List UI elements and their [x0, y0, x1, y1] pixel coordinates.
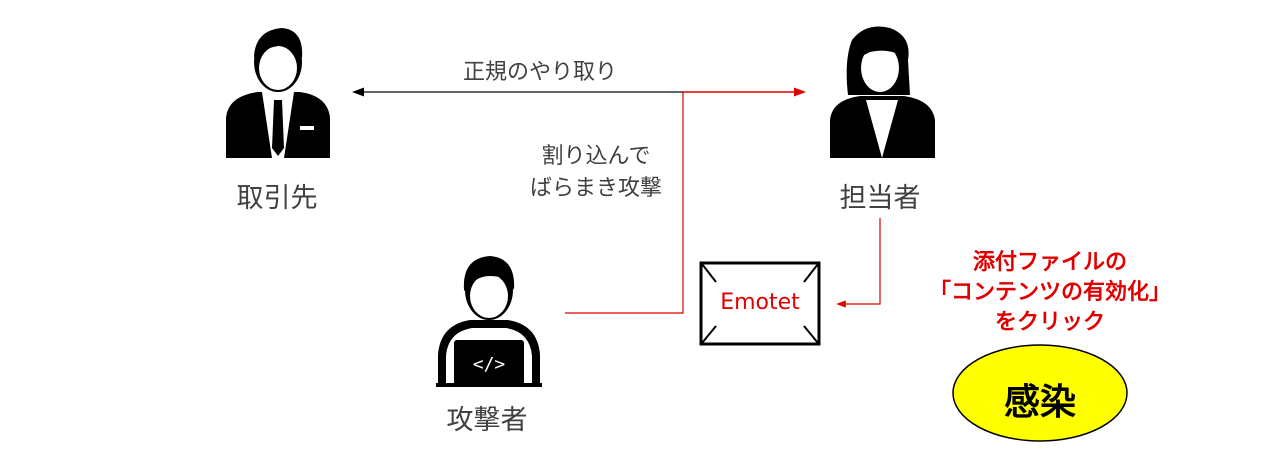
click-arrow — [836, 218, 881, 308]
attacker-person-icon: </> — [436, 256, 542, 387]
staff-person-icon — [830, 26, 935, 158]
infection-badge — [952, 344, 1128, 442]
legit-exchange-label: 正規のやり取り — [462, 60, 618, 85]
envelope-icon — [699, 261, 821, 346]
intercept-label-line2: ばらまき攻撃 — [529, 176, 663, 201]
action-line3: をクリック — [994, 310, 1106, 335]
svg-text:</>: </> — [473, 354, 506, 375]
partner-person-icon — [226, 28, 330, 158]
envelope-label: Emotet — [720, 290, 800, 315]
attacker-label: 攻撃者 — [446, 405, 528, 436]
intercept-line — [565, 92, 684, 314]
action-line1: 添付ファイルの — [972, 250, 1128, 275]
intercept-label-line1: 割り込んで — [541, 144, 651, 169]
staff-label: 担当者 — [839, 183, 921, 214]
infection-label: 感染 — [1003, 382, 1077, 423]
action-line2: 「コンテンツの有効化」 — [928, 280, 1172, 305]
partner-label: 取引先 — [236, 183, 318, 214]
